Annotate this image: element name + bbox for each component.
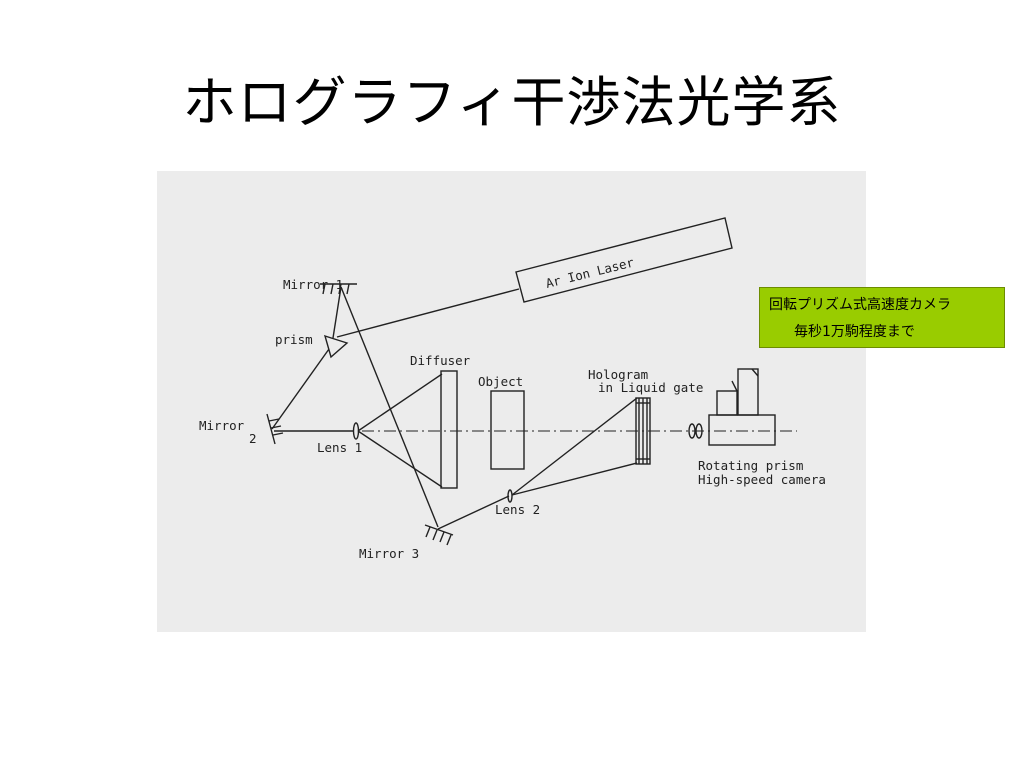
mirror-2-shape xyxy=(266,413,284,445)
laser-tube xyxy=(515,217,733,303)
callout-line-2: 毎秒1万駒程度まで xyxy=(794,324,915,340)
camera-box-upper xyxy=(737,368,759,416)
slide-title: ホログラフィ干渉法光学系 xyxy=(182,71,842,134)
camera-body xyxy=(708,414,776,446)
diffuser-label: Diffuser xyxy=(410,353,471,368)
beam-prism-mirror1 xyxy=(332,286,342,339)
prism-label: prism xyxy=(275,332,313,347)
camera-callout-box: 回転プリズム式高速度カメラ 毎秒1万駒程度まで xyxy=(759,287,1005,348)
rotating-prism-label: Rotating prism xyxy=(698,458,803,473)
beam-mirror3-lens2 xyxy=(437,495,510,530)
beam-prism-mirror2 xyxy=(271,348,330,430)
diagram-canvas: Ar Ion Laser Mirror 1 prism Diffuser Obj… xyxy=(199,217,826,561)
liquid-gate-label: in Liquid gate xyxy=(598,380,703,395)
mirror-2-label: Mirror xyxy=(199,418,245,433)
beam-lens2-hologram-bottom xyxy=(511,462,638,496)
camera-lens-b xyxy=(695,423,703,439)
optical-system-diagram: Ar Ion Laser Mirror 1 prism Diffuser Obj… xyxy=(157,171,866,632)
mirror-3-shape xyxy=(424,524,454,546)
camera-box-lower xyxy=(716,390,738,416)
mirror-2-number: 2 xyxy=(249,431,257,446)
hologram-label: Hologram xyxy=(588,367,648,382)
object-label: Object xyxy=(478,374,523,389)
beam-lens1-diffuser-bottom xyxy=(357,430,443,488)
beam-lens2-hologram-top xyxy=(511,397,638,496)
prism-shape xyxy=(323,334,349,359)
beam-lens1-diffuser-top xyxy=(357,373,443,432)
lens-2-shape xyxy=(507,489,513,503)
callout-line-1: 回転プリズム式高速度カメラ xyxy=(769,297,951,313)
camera-lens-a xyxy=(688,423,696,439)
mirror-1-label: Mirror 1 xyxy=(283,277,343,292)
beam-laser-prism xyxy=(336,288,520,338)
diffuser-shape xyxy=(440,370,458,489)
lens-1-shape xyxy=(352,422,360,440)
mirror-3-label: Mirror 3 xyxy=(359,546,419,561)
lens-1-label: Lens 1 xyxy=(317,440,362,455)
lens-2-label: Lens 2 xyxy=(495,502,540,517)
object-shape xyxy=(490,390,525,470)
camera-label: High-speed camera xyxy=(698,472,826,487)
beam-mirror1-mirror3 xyxy=(340,286,439,528)
